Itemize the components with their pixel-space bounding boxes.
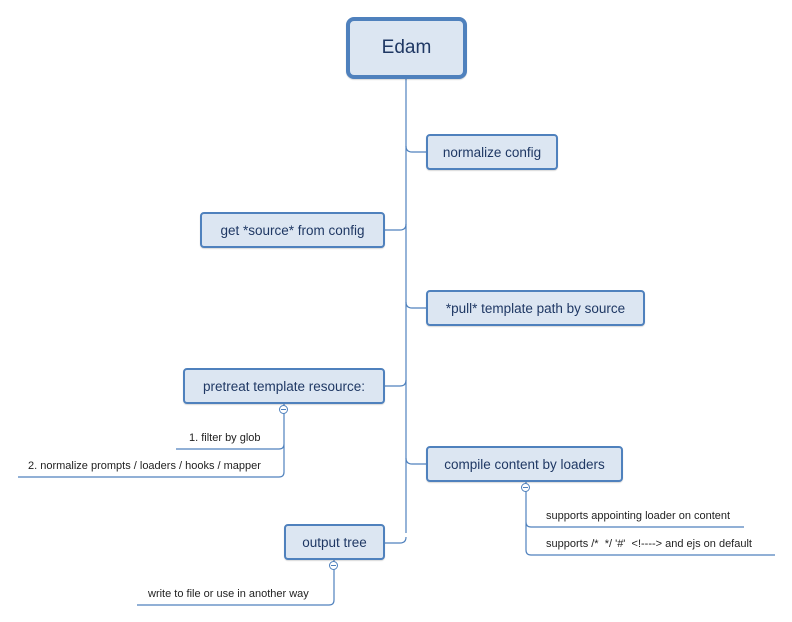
- branch-pretreat: [384, 379, 407, 387]
- branch-normalize-config: [405, 145, 427, 153]
- collapse-compile-icon[interactable]: [521, 483, 530, 492]
- compile-child-lines: [525, 482, 775, 556]
- branch-pull-template: [405, 301, 427, 309]
- topic-pull-template-path[interactable]: *pull* template path by source: [426, 290, 645, 326]
- topic-get-source[interactable]: get *source* from config: [200, 212, 385, 248]
- subtopic-filter-by-glob[interactable]: 1. filter by glob: [189, 432, 261, 444]
- root-node[interactable]: Edam: [346, 17, 467, 79]
- collapse-output-icon[interactable]: [329, 561, 338, 570]
- collapse-pretreat-icon[interactable]: [279, 405, 288, 414]
- output-child-lines: [137, 560, 335, 606]
- topic-normalize-config[interactable]: normalize config: [426, 134, 558, 170]
- subtopic-normalize-prompts[interactable]: 2. normalize prompts / loaders / hooks /…: [28, 460, 261, 472]
- branch-output-tree: [384, 536, 407, 544]
- topic-compile-content[interactable]: compile content by loaders: [426, 446, 623, 482]
- subtopic-write-to-file[interactable]: write to file or use in another way: [148, 588, 309, 600]
- branch-compile-content: [405, 457, 427, 465]
- branch-get-source: [384, 223, 407, 231]
- subtopic-comment-support[interactable]: supports /* */ '#' <!----> and ejs on de…: [546, 538, 752, 550]
- topic-output-tree[interactable]: output tree: [284, 524, 385, 560]
- subtopic-appointing-loader[interactable]: supports appointing loader on content: [546, 510, 731, 522]
- pretreat-child-lines: [18, 404, 285, 478]
- topic-pretreat-template[interactable]: pretreat template resource:: [183, 368, 385, 404]
